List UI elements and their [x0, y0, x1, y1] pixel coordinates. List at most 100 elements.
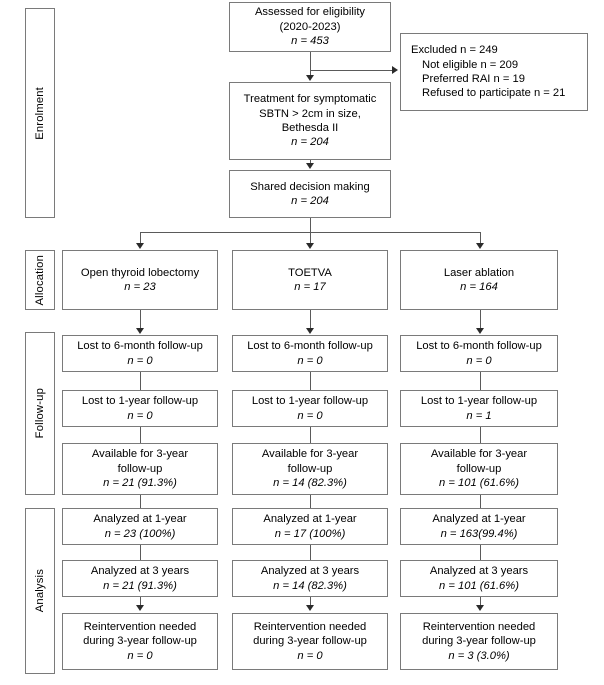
shared-decision-count: n = 204: [291, 195, 329, 207]
analyzed-3years-label-arm-1: Analyzed at 3 years: [90, 565, 190, 578]
lost-6month-count-arm-3: n = 0: [466, 354, 492, 367]
connector-avail-to-analyzed1-arm-3: [480, 495, 481, 508]
assessed-line-2: (2020-2023): [279, 20, 341, 33]
stage-label-follow-up-text: Follow-up: [34, 388, 46, 439]
connector-alloc-to-lost6-arm-3: [480, 310, 481, 329]
lost-1year-box-arm-2: Lost to 1-year follow-up n = 0: [232, 390, 388, 427]
allocation-count-arm-3: n = 164: [460, 281, 498, 293]
shared-decision-line-1: Shared decision making: [250, 180, 370, 193]
available-3year-count-arm-1: n = 21 (91.3%): [103, 477, 177, 490]
arrow-split-to-arm-2: [306, 243, 314, 249]
excluded-box: Excluded n = 249 Not eligible n = 209 Pr…: [400, 33, 588, 111]
analyzed-1year-box-arm-1: Analyzed at 1-year n = 23 (100%): [62, 508, 218, 545]
available-3year-count-arm-2: n = 14 (82.3%): [273, 477, 347, 490]
connector-lost1-to-avail-arm-1: [140, 427, 141, 443]
connector-lost6-to-lost1-arm-3: [480, 372, 481, 390]
allocation-box-arm-2: TOETVA n = 17: [232, 250, 388, 310]
arrow-alloc-to-lost6-arm-2: [306, 328, 314, 334]
analyzed-3years-box-arm-3: Analyzed at 3 years n = 101 (61.6%): [400, 560, 558, 597]
reintervention-box-arm-1: Reintervention needed during 3-year foll…: [62, 613, 218, 670]
stage-label-analysis: Analysis: [25, 508, 55, 674]
arrow-assessed-to-excluded: [392, 66, 398, 74]
stage-label-analysis-text: Analysis: [34, 569, 46, 613]
reintervention-count-arm-1: n = 0: [127, 649, 153, 662]
allocation-count-arm-2: n = 17: [294, 281, 326, 293]
arrow-analyzed3-to-reint-arm-2: [306, 605, 314, 611]
analyzed-3years-count-arm-1: n = 21 (91.3%): [103, 579, 177, 592]
treatment-line-2: SBTN > 2cm in size,: [259, 107, 361, 120]
connector-analyzed3-to-reint-arm-3: [480, 597, 481, 607]
stage-label-allocation: Allocation: [25, 250, 55, 310]
connector-lost6-to-lost1-arm-1: [140, 372, 141, 390]
arrow-treatment-to-shared: [306, 163, 314, 169]
reintervention-line-2-arm-3: during 3-year follow-up: [422, 635, 536, 648]
lost-6month-box-arm-3: Lost to 6-month follow-up n = 0: [400, 335, 558, 372]
allocation-box-arm-1: Open thyroid lobectomy n = 23: [62, 250, 218, 310]
connector-analyzed1-to-analyzed3-arm-1: [140, 545, 141, 560]
lost-6month-label-arm-1: Lost to 6-month follow-up: [77, 340, 203, 353]
treatment-line-3: Bethesda II: [281, 122, 339, 134]
connector-assessed-to-treatment: [310, 52, 311, 76]
lost-1year-label-arm-1: Lost to 1-year follow-up: [81, 395, 199, 408]
excluded-refused: Refused to participate n = 21: [422, 87, 566, 100]
connector-avail-to-analyzed1-arm-2: [310, 495, 311, 508]
analyzed-3years-box-arm-2: Analyzed at 3 years n = 14 (82.3%): [232, 560, 388, 597]
connector-shared-to-split: [310, 218, 311, 232]
reintervention-box-arm-2: Reintervention needed during 3-year foll…: [232, 613, 388, 670]
available-3year-line-1-arm-3: Available for 3-year: [430, 448, 528, 461]
allocation-box-arm-3: Laser ablation n = 164: [400, 250, 558, 310]
lost-6month-box-arm-2: Lost to 6-month follow-up n = 0: [232, 335, 388, 372]
connector-analyzed3-to-reint-arm-1: [140, 597, 141, 607]
shared-decision-making-box: Shared decision making n = 204: [229, 170, 391, 218]
lost-6month-count-arm-1: n = 0: [127, 354, 153, 367]
lost-1year-count-arm-3: n = 1: [466, 409, 492, 422]
connector-analyzed1-to-analyzed3-arm-3: [480, 545, 481, 560]
lost-6month-box-arm-1: Lost to 6-month follow-up n = 0: [62, 335, 218, 372]
analyzed-1year-count-arm-2: n = 17 (100%): [274, 527, 346, 540]
connector-analyzed1-to-analyzed3-arm-2: [310, 545, 311, 560]
analyzed-1year-box-arm-3: Analyzed at 1-year n = 163(99.4%): [400, 508, 558, 545]
analyzed-3years-label-arm-3: Analyzed at 3 years: [429, 565, 529, 578]
connector-lost1-to-avail-arm-3: [480, 427, 481, 443]
connector-lost6-to-lost1-arm-2: [310, 372, 311, 390]
analyzed-1year-count-arm-3: n = 163(99.4%): [440, 527, 518, 540]
analyzed-1year-label-arm-2: Analyzed at 1-year: [263, 513, 357, 526]
available-3year-box-arm-2: Available for 3-year follow-up n = 14 (8…: [232, 443, 388, 495]
treatment-count: n = 204: [291, 136, 329, 149]
stage-label-follow-up: Follow-up: [25, 332, 55, 495]
analyzed-1year-label-arm-1: Analyzed at 1-year: [93, 513, 187, 526]
available-3year-box-arm-3: Available for 3-year follow-up n = 101 (…: [400, 443, 558, 495]
analyzed-3years-count-arm-2: n = 14 (82.3%): [273, 579, 347, 592]
excluded-not-eligible: Not eligible n = 209: [422, 58, 519, 71]
arrow-alloc-to-lost6-arm-3: [476, 328, 484, 334]
assessed-count: n = 453: [291, 35, 329, 48]
available-3year-line-1-arm-1: Available for 3-year: [91, 448, 189, 461]
assessed-line-1: Assessed for eligibility: [254, 6, 366, 19]
allocation-label-arm-2: TOETVA: [288, 266, 332, 279]
analyzed-3years-label-arm-2: Analyzed at 3 years: [260, 565, 360, 578]
assessed-for-eligibility-box: Assessed for eligibility (2020-2023) n =…: [229, 2, 391, 52]
stage-label-allocation-text: Allocation: [34, 254, 46, 306]
analyzed-3years-box-arm-1: Analyzed at 3 years n = 21 (91.3%): [62, 560, 218, 597]
lost-1year-label-arm-3: Lost to 1-year follow-up: [420, 395, 538, 408]
arrow-analyzed3-to-reint-arm-3: [476, 605, 484, 611]
arrow-split-to-arm-3: [476, 243, 484, 249]
available-3year-line-1-arm-2: Available for 3-year: [261, 448, 359, 461]
reintervention-line-1-arm-1: Reintervention needed: [83, 620, 197, 633]
reintervention-line-2-arm-1: during 3-year follow-up: [83, 635, 197, 648]
available-3year-count-arm-3: n = 101 (61.6%): [439, 477, 519, 490]
connector-avail-to-analyzed1-arm-1: [140, 495, 141, 508]
available-3year-line-2-arm-2: follow-up: [287, 462, 333, 475]
arrow-split-to-arm-1: [136, 243, 144, 249]
stage-label-enrolment: Enrolment: [25, 8, 55, 218]
connector-treatment-to-shared: [310, 160, 311, 164]
connector-lost1-to-avail-arm-2: [310, 427, 311, 443]
connector-alloc-to-lost6-arm-2: [310, 310, 311, 329]
treatment-line-1: Treatment for symptomatic: [243, 93, 377, 106]
connector-analyzed3-to-reint-arm-2: [310, 597, 311, 607]
lost-1year-count-arm-2: n = 0: [297, 409, 323, 422]
lost-1year-box-arm-1: Lost to 1-year follow-up n = 0: [62, 390, 218, 427]
reintervention-box-arm-3: Reintervention needed during 3-year foll…: [400, 613, 558, 670]
connector-assessed-to-excluded: [310, 70, 392, 71]
